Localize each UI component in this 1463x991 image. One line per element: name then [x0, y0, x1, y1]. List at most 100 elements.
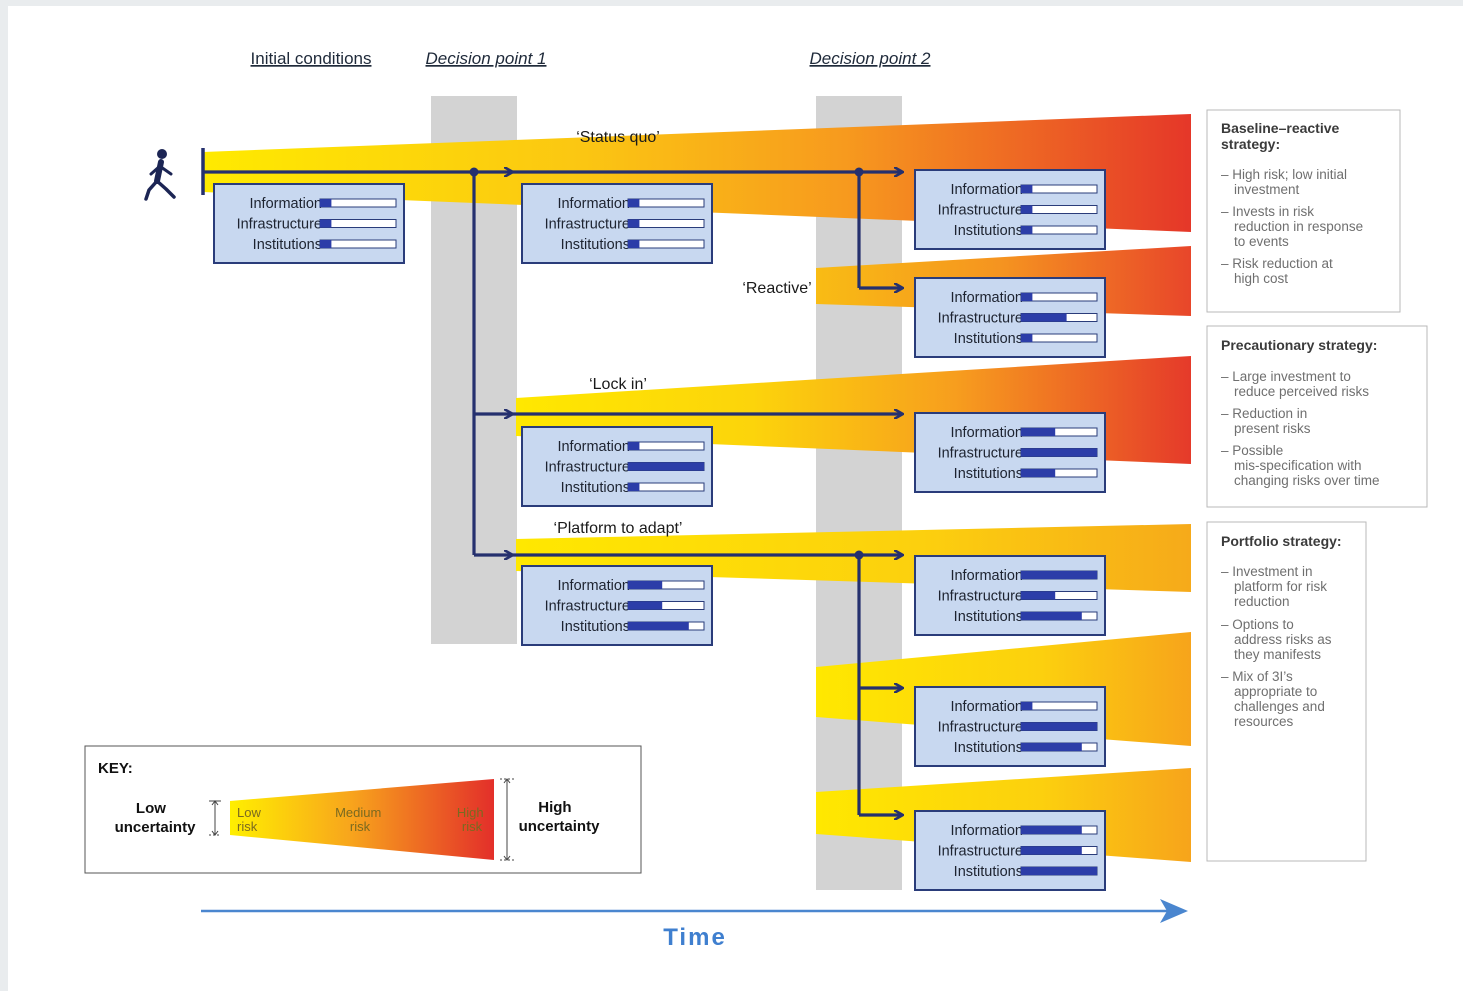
item-line: they manifests [1234, 647, 1321, 662]
junction-dot [854, 167, 864, 177]
level-bar-fill [628, 483, 640, 491]
level-bar-fill [1021, 428, 1056, 436]
key-title: KEY: [98, 760, 133, 777]
item-line: present risks [1234, 421, 1311, 436]
strategy-baseline-item: – Invests in risk reduction in response … [1221, 204, 1367, 249]
panel-row-label: Information [950, 699, 1023, 715]
key-legend: KEY: Low uncertainty Low risk Medium ris… [84, 745, 642, 874]
key-high-bracket [500, 778, 516, 861]
panel-row-label: Infrastructure [237, 217, 322, 233]
panel-row-label: Institutions [561, 237, 630, 253]
item-line: – Reduction in [1221, 406, 1307, 421]
level-bar-fill [628, 199, 640, 207]
pathways-diagram: Initial conditions Decision point 1 Deci… [84, 49, 1428, 951]
key-risk-gradient [230, 779, 494, 860]
panel-row-label: Infrastructure [938, 844, 1023, 860]
level-bar-fill [628, 601, 663, 610]
strategy-baseline-title: Baseline–reactive strategy: [1221, 120, 1343, 152]
panel-row-label: Institutions [954, 864, 1023, 880]
key-high-uncertainty: High uncertainty [519, 799, 601, 835]
strategy-portfolio-title: Portfolio strategy: [1221, 533, 1342, 549]
item-line: reduction [1234, 594, 1290, 609]
strategy-portfolio-item: – Investment in platform for risk reduct… [1221, 564, 1331, 609]
panel-row-label: Information [557, 439, 630, 455]
item-line: – Mix of 3I’s [1221, 669, 1293, 684]
key-text-line: uncertainty [115, 819, 197, 836]
level-bar-fill [1021, 185, 1033, 193]
strategy-precautionary-box: Precautionary strategy: – Large investme… [1206, 325, 1428, 508]
level-bar-fill [1021, 313, 1067, 322]
panel-row-label: Institutions [954, 466, 1023, 482]
level-bar-fill [320, 240, 332, 248]
panel-row-label: Institutions [954, 740, 1023, 756]
key-text-line: risk [462, 819, 483, 834]
panel-row-label: Institutions [954, 223, 1023, 239]
level-bar-fill [628, 581, 663, 589]
walking-person-icon [144, 149, 176, 201]
level-bar-fill [1021, 469, 1056, 477]
title-line: Baseline–reactive [1221, 120, 1340, 136]
level-bar-fill [1021, 448, 1097, 457]
item-line: platform for risk [1234, 579, 1327, 594]
strategy-baseline-item: – High risk; low initial investment [1221, 167, 1351, 197]
strategy-baseline-box: Baseline–reactive strategy: – High risk;… [1206, 109, 1401, 313]
panel-row-label: Infrastructure [545, 599, 630, 615]
item-line: mis-specification with [1234, 458, 1362, 473]
level-bar-fill [1021, 591, 1056, 600]
panel-row-label: Information [557, 196, 630, 212]
panel-row-label: Information [950, 425, 1023, 441]
junction-dot [469, 167, 479, 177]
diagram-canvas: Initial conditions Decision point 1 Deci… [8, 6, 1463, 991]
item-line: – Options to [1221, 617, 1294, 632]
key-text-line: Low [237, 805, 261, 820]
panel-row-label: Information [950, 182, 1023, 198]
panel-row-label: Institutions [954, 331, 1023, 347]
label-reactive: ‘Reactive’ [742, 280, 811, 297]
key-text-line: High [538, 799, 571, 816]
level-bar-fill [1021, 334, 1033, 342]
item-line: reduction in response [1234, 219, 1363, 234]
item-line: high cost [1234, 271, 1288, 286]
item-line: changing risks over time [1234, 473, 1380, 488]
item-line: – Possible [1221, 443, 1283, 458]
level-bar-fill [1021, 722, 1097, 731]
panel-row-label: Information [950, 823, 1023, 839]
label-lock-in: ‘Lock in’ [589, 376, 647, 393]
junction-dot [854, 550, 864, 560]
level-bar-fill [628, 622, 689, 630]
panel-row-label: Information [950, 568, 1023, 584]
key-text-line: Low [136, 800, 166, 817]
item-line: – Risk reduction at [1221, 256, 1333, 271]
title-line: strategy: [1221, 136, 1280, 152]
panel-row-label: Information [557, 578, 630, 594]
level-bar-fill [320, 219, 332, 228]
item-line: – High risk; low initial [1221, 167, 1347, 182]
level-bar-fill [1021, 571, 1097, 579]
key-text-line: uncertainty [519, 818, 601, 835]
level-bar-fill [628, 240, 640, 248]
time-label: Time [663, 924, 727, 951]
key-text-line: risk [237, 819, 258, 834]
level-bar-fill [1021, 205, 1033, 214]
panel-row-label: Information [249, 196, 322, 212]
strategy-precautionary-item: – Reduction in present risks [1221, 406, 1311, 436]
item-line: challenges and [1234, 699, 1325, 714]
panel-row-label: Infrastructure [938, 720, 1023, 736]
panel-row-label: Institutions [561, 619, 630, 635]
key-text-line: High [457, 805, 484, 820]
strategy-portfolio-box: Portfolio strategy: – Investment in plat… [1206, 521, 1367, 862]
level-bar-fill [320, 199, 332, 207]
panel-row-label: Infrastructure [938, 311, 1023, 327]
panel-row-label: Infrastructure [545, 460, 630, 476]
label-status-quo: ‘Status quo’ [576, 129, 660, 146]
panel-row-label: Information [950, 290, 1023, 306]
item-line: to events [1234, 234, 1289, 249]
key-low-risk: Low risk [237, 805, 264, 834]
item-line: appropriate to [1234, 684, 1317, 699]
